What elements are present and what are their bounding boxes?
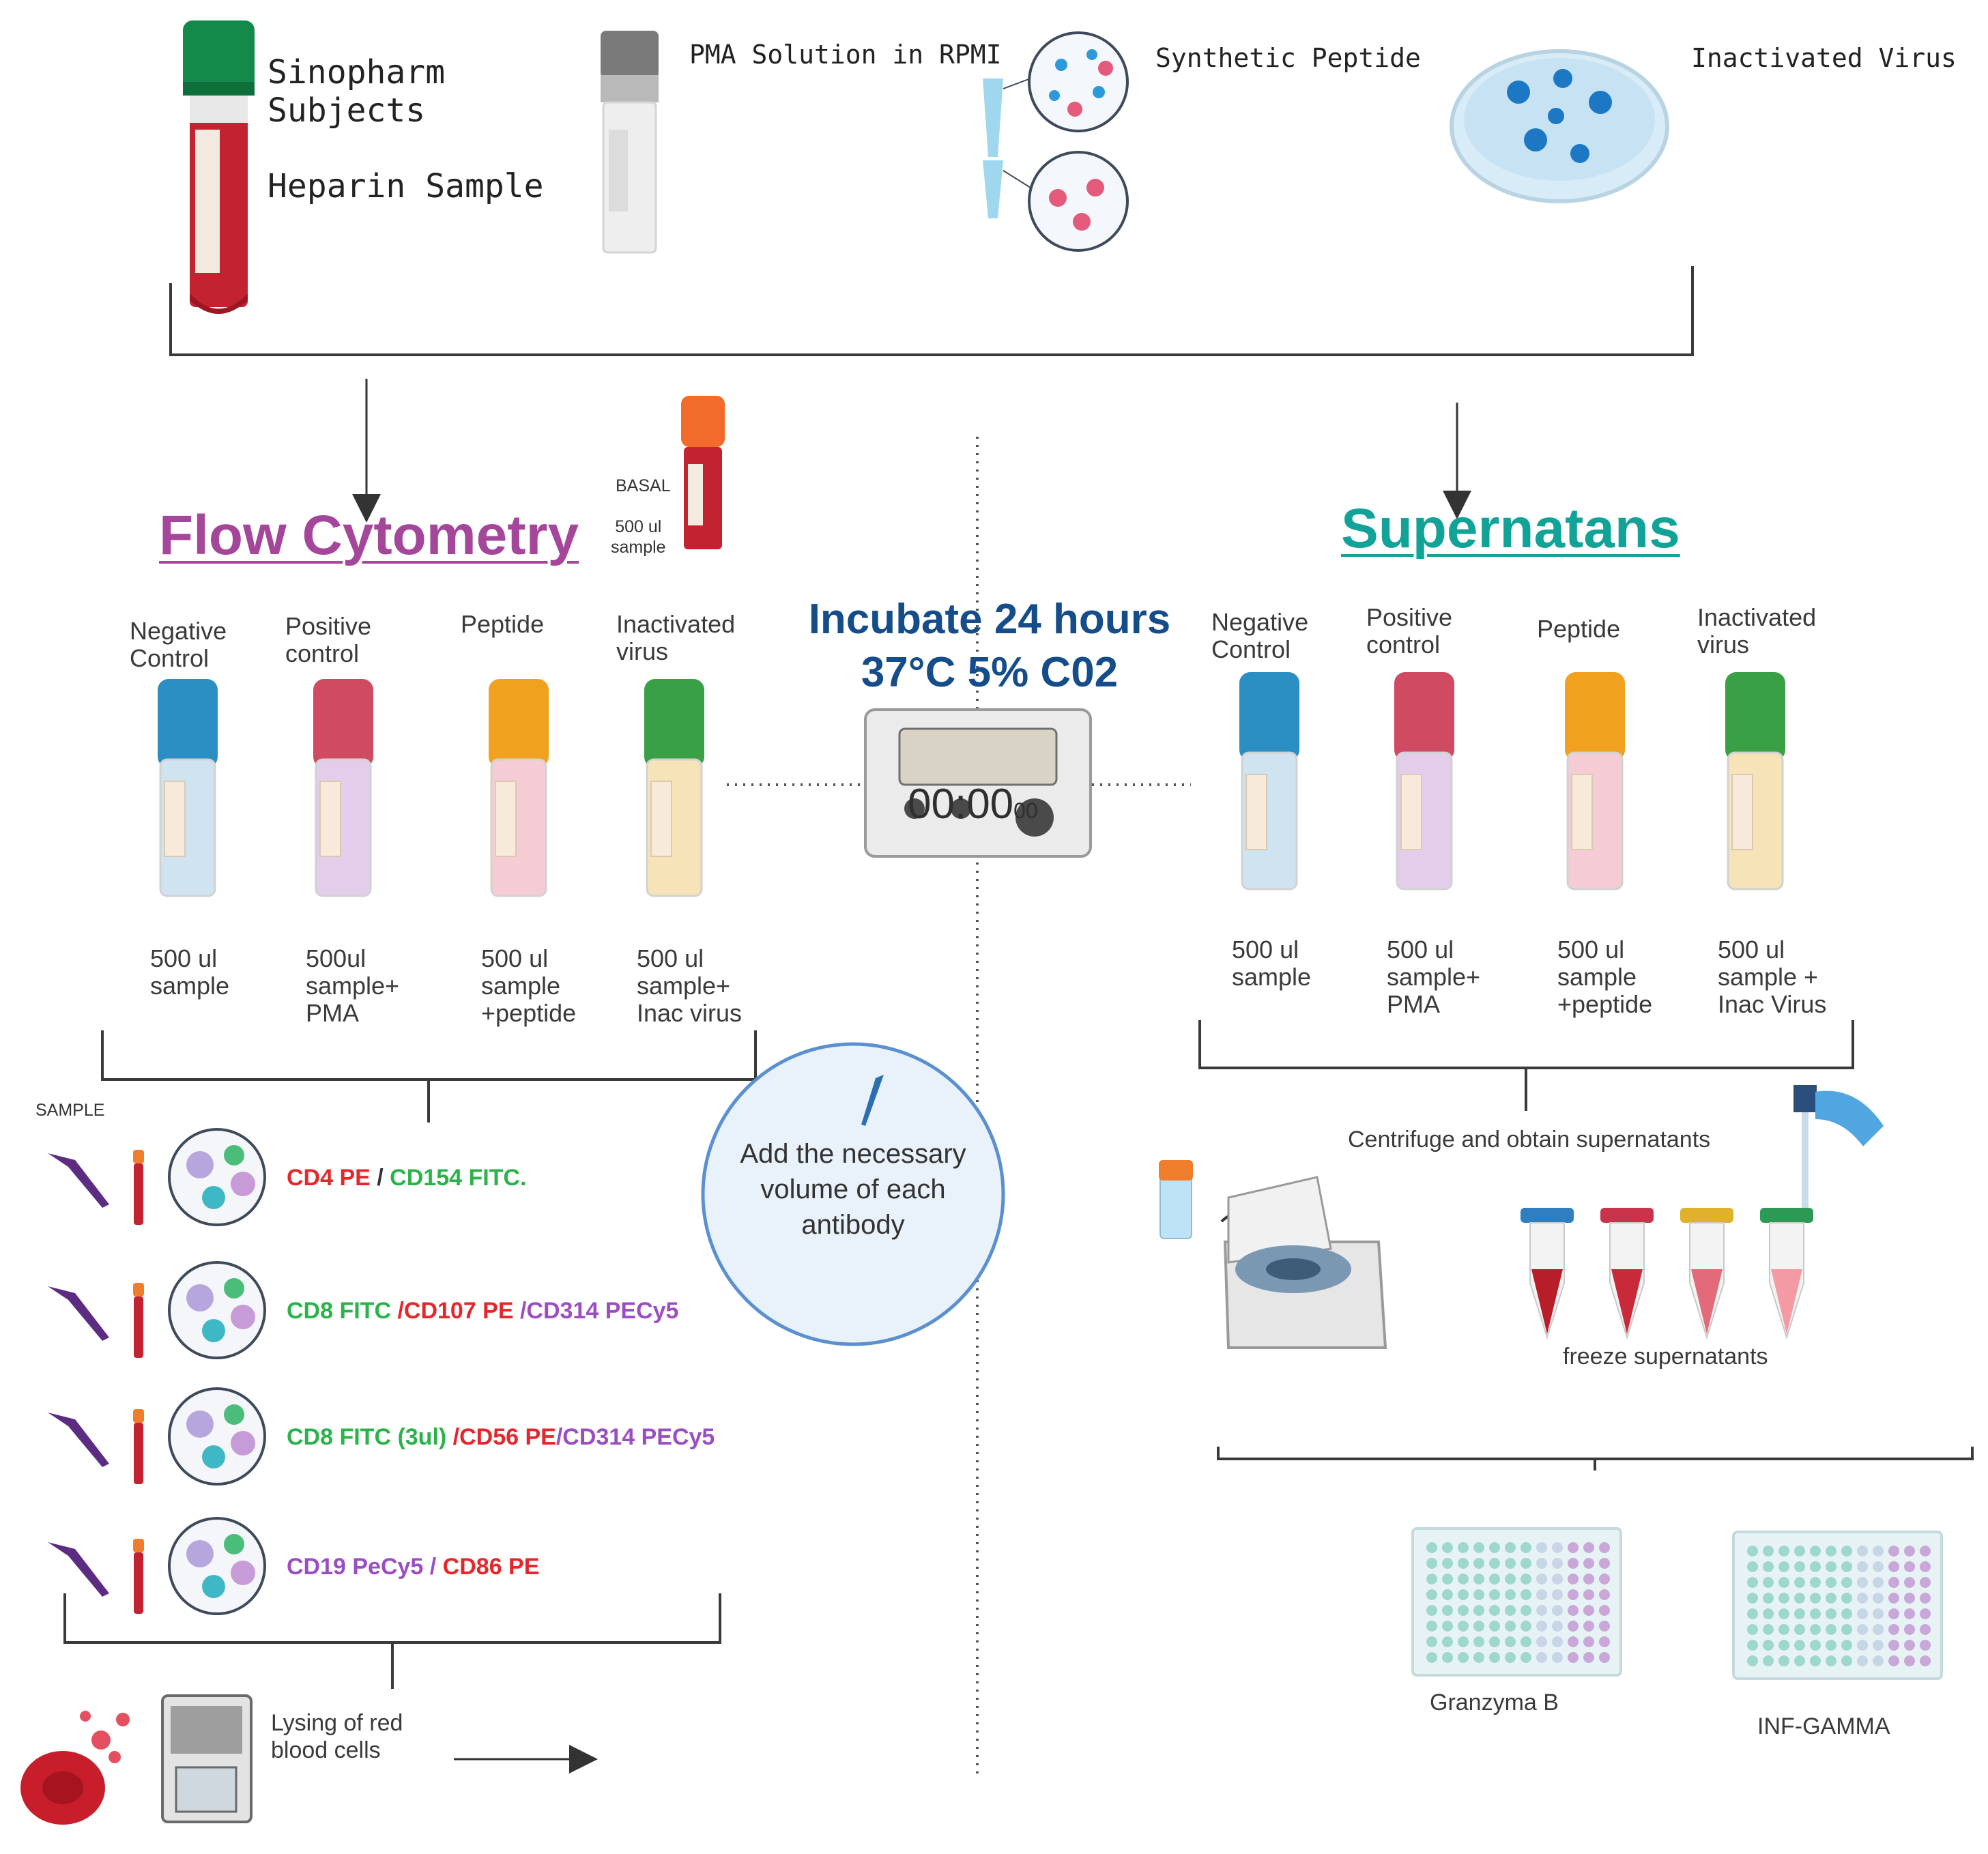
sup-tube-label: Peptide — [1537, 615, 1621, 643]
sup-tube-label: Inactivated virus — [1697, 603, 1817, 658]
antibody-marker: CD4 — [287, 1165, 340, 1191]
panels-bracket — [63, 1593, 721, 1689]
flow-title: Flow Cytometry — [159, 504, 579, 566]
plate-ifn-gamma-icon — [1732, 1531, 1943, 1680]
freeze-tubes-icon — [1521, 1085, 1884, 1340]
sup-tube-2-icon — [1394, 672, 1454, 890]
flow-tube-3-icon — [489, 679, 549, 897]
antibody-note-circle — [701, 1042, 1005, 1346]
sup-tube-label: Positive control — [1366, 603, 1453, 658]
antibody-marker: PE — [339, 1165, 371, 1191]
sample-label: SAMPLE — [35, 1101, 105, 1120]
antibody-note: Add the necessary volume of each antibod… — [740, 1139, 966, 1240]
basal-tube-icon — [681, 396, 725, 549]
top-bracket — [169, 266, 1694, 356]
inactivated-virus-dish-icon — [1450, 49, 1669, 203]
virus-label: Inactivated Virus — [1691, 43, 1957, 73]
sup-tube-volume: 500 ul sample — [1232, 936, 1312, 991]
antibody-marker: CD154 FITC. — [390, 1165, 527, 1191]
timer-icon — [864, 708, 1092, 858]
plate-granzyme-icon — [1411, 1527, 1622, 1677]
plate-label-ifn: INF-GAMMA — [1757, 1713, 1890, 1739]
flow-tube-label: Positive control — [285, 612, 372, 667]
supernatans-title: Supernatans — [1341, 497, 1680, 560]
flow-tubes-bracket — [101, 1030, 757, 1122]
antibody-marker: /CD56 PE — [452, 1424, 556, 1450]
synthetic-peptide-icon — [983, 31, 1129, 252]
panel-3-antibodies: CD8 FITC (3ul) /CD56 PE/CD314 PECy5 — [287, 1424, 715, 1451]
timer-value: 00:00 — [908, 781, 1014, 828]
flow-tube-4-icon — [644, 679, 704, 897]
incubate-line1: Incubate 24 hours — [808, 596, 1171, 643]
antibody-marker: /CD107 PE — [397, 1298, 520, 1324]
flow-tube-label: Peptide — [461, 610, 545, 638]
panel-3-icons — [48, 1387, 266, 1486]
antibody-marker: CD8 FITC — [287, 1298, 398, 1324]
freeze-label: freeze supernatants — [1563, 1344, 1768, 1370]
sup-tube-4-icon — [1725, 672, 1785, 890]
centrifuge-icon — [1159, 1160, 1387, 1349]
flow-tube-volume: 500ul sample+ PMA — [306, 944, 400, 1027]
flow-tube-volume: 500 ul sample+ Inac virus — [637, 944, 743, 1027]
subjects-label: Sinopharm Subjects — [268, 53, 446, 130]
sup-tube-volume: 500 ul sample +peptide — [1557, 936, 1653, 1018]
sup-tube-3-icon — [1565, 672, 1625, 890]
incubate-line2: 37°C 5% C02 — [861, 649, 1119, 696]
antibody-marker: /CD314 PECy5 — [556, 1424, 715, 1450]
heparin-tube-icon — [183, 20, 255, 314]
antibody-marker: / — [370, 1165, 390, 1191]
sup-tube-volume: 500 ul sample+ PMA — [1387, 936, 1481, 1018]
sup-tube-volume: 500 ul sample + Inac Virus — [1718, 936, 1827, 1018]
plate-label-granzyme: Granzyma B — [1430, 1690, 1559, 1715]
flow-tube-label: Negative Control — [130, 617, 227, 672]
lysing-label: Lysing of red blood cells — [271, 1710, 403, 1763]
centrifuge-label: Centrifuge and obtain supernatants — [1348, 1127, 1711, 1153]
lysing-machine-icon — [161, 1694, 253, 1823]
antibody-marker: CD8 FITC (3ul) — [287, 1424, 453, 1450]
timer-small: 00 — [1013, 798, 1038, 823]
heparin-label: Heparin Sample — [268, 167, 544, 205]
panel-2-antibodies: CD8 FITC /CD107 PE /CD314 PECy5 — [287, 1298, 678, 1324]
panel-2-icons — [48, 1261, 266, 1359]
panel-4-icons — [48, 1517, 266, 1615]
sup-tube-label: Negative Control — [1211, 608, 1309, 663]
basal-title: BASAL — [616, 476, 671, 495]
panel-1-antibodies: CD4 PE / CD154 FITC. — [287, 1165, 526, 1191]
flow-tube-1-icon — [158, 679, 218, 897]
sup-tube-1-icon — [1239, 672, 1299, 890]
flow-tube-volume: 500 ul sample — [150, 944, 230, 1000]
pma-vial-icon — [601, 31, 659, 254]
antibody-marker: CD19 PeCy5 / — [287, 1554, 443, 1580]
antibody-marker: CD86 PE — [442, 1554, 540, 1580]
peptide-label: Synthetic Peptide — [1155, 43, 1421, 73]
timer-display: 00:0000 — [908, 732, 1038, 828]
red-blood-cell-icon — [20, 1711, 130, 1825]
plates-bracket — [1217, 1447, 1974, 1471]
antibody-marker: /CD314 PECy5 — [519, 1298, 679, 1324]
basal-volume: 500 ul sample — [611, 517, 666, 557]
pma-label: PMA Solution in RPMI — [689, 40, 1002, 70]
panel-1-icons — [48, 1128, 266, 1226]
panel-4-antibodies: CD19 PeCy5 / CD86 PE — [287, 1554, 539, 1580]
flow-tube-2-icon — [313, 679, 373, 897]
flow-tube-label: Inactivated virus — [616, 610, 736, 665]
sup-tubes-bracket — [1198, 1020, 1854, 1111]
flow-tube-volume: 500 ul sample +peptide — [481, 944, 577, 1027]
